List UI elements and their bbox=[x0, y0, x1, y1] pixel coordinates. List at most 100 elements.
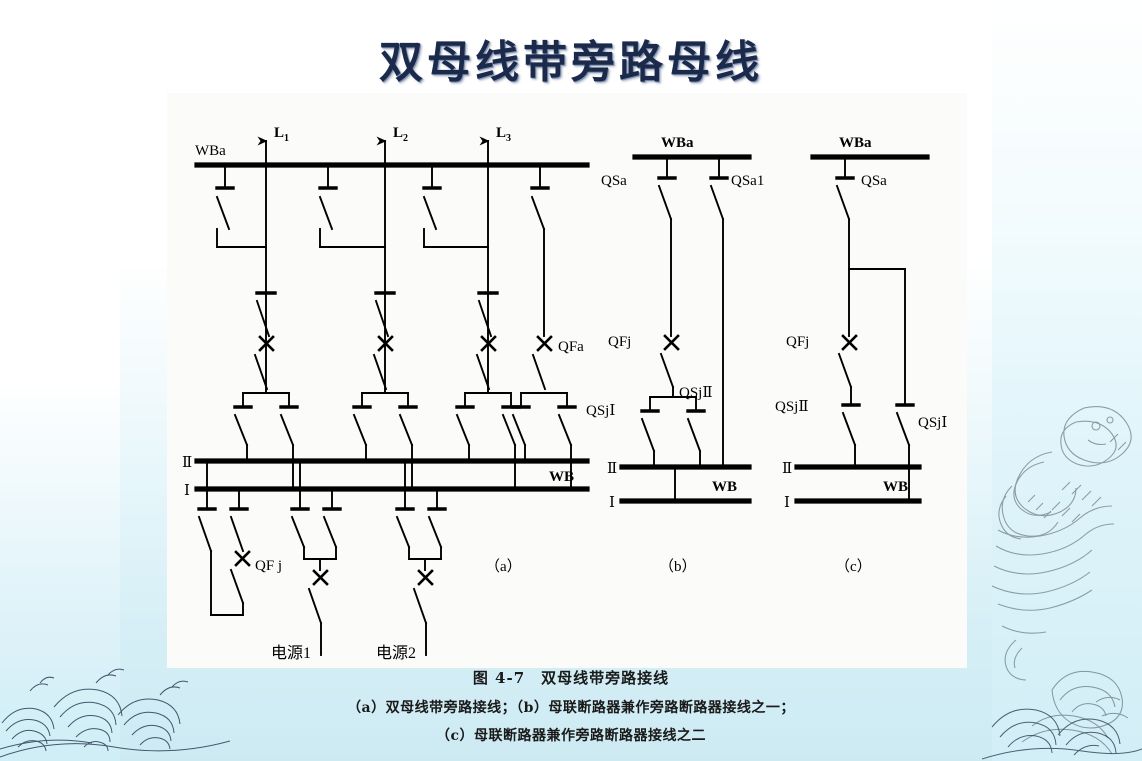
label-qsji-c: QSjⅠ bbox=[918, 415, 947, 431]
label-feeder-l2: L2 bbox=[393, 125, 408, 144]
breaker-cross-l2 bbox=[377, 335, 394, 352]
feeder-bay-l1 bbox=[215, 136, 299, 490]
src2-blade bbox=[412, 587, 428, 625]
line-ds-blade-l1 bbox=[255, 299, 271, 338]
breaker-cross-l3 bbox=[480, 335, 497, 352]
caption-line-c: （c）母联断路器兼作旁路断路器接线之二 bbox=[435, 728, 707, 744]
label-wb-b: WB bbox=[712, 479, 737, 495]
label-wb-a: WB bbox=[549, 469, 574, 485]
breaker-cross-qfj-a bbox=[234, 550, 251, 567]
wave-decoration-right bbox=[982, 708, 1142, 760]
label-feeder-l1-main: L bbox=[274, 125, 284, 141]
qsji-blade-b bbox=[640, 417, 656, 453]
wave-decoration-left bbox=[0, 668, 230, 758]
qfa-ds-I-blade bbox=[557, 413, 573, 447]
qfj-blade-b bbox=[659, 352, 675, 389]
label-qsa1-b: QSa1 bbox=[731, 173, 764, 189]
qfa-ds-blade bbox=[530, 195, 546, 231]
diagram-b bbox=[619, 154, 752, 504]
ds-I-blade-l2 bbox=[398, 413, 414, 447]
qfj-lower-blade bbox=[229, 568, 245, 605]
source-bay-1 bbox=[290, 460, 342, 656]
qfj-blade-c bbox=[837, 352, 853, 389]
bus-ds-blade-l3 bbox=[475, 353, 491, 391]
src1-ds-I-blade bbox=[322, 515, 338, 549]
breaker-cross-qfa bbox=[536, 335, 553, 352]
label-wba-c: WBa bbox=[839, 135, 872, 151]
label-qsa-c: QSa bbox=[861, 173, 887, 189]
bypass-breaker-bay-qfa bbox=[511, 164, 577, 490]
diagram-c bbox=[794, 154, 930, 504]
qsjii-blade-c bbox=[841, 411, 857, 447]
bypass-ds-blade-l3 bbox=[422, 195, 438, 231]
label-qfj-c: QFj bbox=[786, 334, 809, 350]
qsjii-blade-b bbox=[686, 417, 702, 453]
background-right-band bbox=[992, 0, 1142, 761]
src2-ds-II-blade bbox=[395, 515, 411, 549]
label-qfa: QFa bbox=[558, 339, 584, 355]
label-wb-c: WB bbox=[883, 479, 908, 495]
qsji-blade-c bbox=[895, 411, 911, 447]
label-bus-II-b: Ⅱ bbox=[607, 461, 617, 477]
label-qsjii-b: QSjⅡ bbox=[679, 385, 713, 401]
ds-II-blade-l2 bbox=[352, 413, 368, 447]
breaker-cross-qfj-b bbox=[663, 334, 680, 351]
qsa-blade-b bbox=[657, 184, 673, 221]
qfa-bus-ds-blade bbox=[531, 353, 547, 391]
src2-ds-I-blade bbox=[427, 515, 443, 549]
feeder-bay-l2 bbox=[318, 136, 418, 490]
label-feeder-l3-main: L bbox=[496, 125, 506, 141]
label-diagram-c: （c） bbox=[835, 558, 872, 575]
figure-panel: WBa WB Ⅱ Ⅰ QFa QF j 电源1 电源2 （a） L1 L2 L3… bbox=[167, 93, 967, 668]
figure-caption: 图 4-7 双母线带旁路接线 （a）双母线带旁路接线；（b）母联断路器兼作旁路断… bbox=[0, 667, 1142, 753]
label-qsjii-c: QSjⅡ bbox=[775, 399, 809, 415]
label-bus-I-c: Ⅰ bbox=[784, 495, 790, 511]
dragon-decoration bbox=[992, 406, 1132, 755]
qfa-ds-II-blade bbox=[511, 413, 527, 447]
line-ds-blade-l3 bbox=[477, 299, 493, 338]
label-feeder-l1: L1 bbox=[274, 125, 289, 144]
label-wba-b: WBa bbox=[661, 135, 694, 151]
label-source-1: 电源1 bbox=[271, 644, 311, 662]
source-bay-2 bbox=[395, 460, 447, 656]
caption-line-ab: （a）双母线带旁路接线；（b）母联断路器兼作旁路断路器接线之一； bbox=[347, 700, 795, 716]
diagram-a bbox=[194, 136, 590, 656]
breaker-cross-src2 bbox=[417, 569, 434, 586]
single-line-diagram: WBa WB Ⅱ Ⅰ QFa QF j 电源1 电源2 （a） L1 L2 L3… bbox=[182, 125, 947, 662]
label-bus-II-a: Ⅱ bbox=[182, 455, 192, 471]
label-wba-a: WBa bbox=[195, 143, 226, 159]
background-left-fade bbox=[0, 0, 120, 761]
bus-ds-blade-l1 bbox=[253, 353, 269, 391]
breaker-cross-src1 bbox=[312, 569, 329, 586]
label-diagram-b: （b） bbox=[659, 558, 697, 575]
label-qfj-b: QFj bbox=[608, 334, 631, 350]
label-source-2: 电源2 bbox=[376, 644, 416, 662]
bypass-ds-blade-l1 bbox=[215, 195, 231, 231]
feeder-bay-l3 bbox=[422, 136, 521, 490]
ds-I-blade-l1 bbox=[279, 413, 295, 447]
ds-II-blade-l3 bbox=[455, 413, 471, 447]
label-feeder-l3: L3 bbox=[496, 125, 511, 144]
bypass-ds-blade-l2 bbox=[318, 195, 334, 231]
bus-coupler-bay-qfj-a bbox=[197, 460, 251, 616]
label-diagram-a: （a） bbox=[485, 558, 522, 575]
qsa1-blade-b bbox=[709, 184, 725, 221]
breaker-cross-qfj-c bbox=[841, 334, 858, 351]
src1-ds-II-blade bbox=[290, 515, 306, 549]
qfj-ds-I-blade bbox=[229, 515, 245, 553]
label-feeder-l2-main: L bbox=[393, 125, 403, 141]
ds-II-blade-l1 bbox=[233, 413, 249, 447]
breaker-cross-l1 bbox=[258, 335, 275, 352]
qfj-ds-II-blade bbox=[197, 515, 213, 553]
label-bus-II-c: Ⅱ bbox=[782, 461, 792, 477]
bus-ds-blade-l2 bbox=[372, 353, 388, 391]
label-qfj-a: QF j bbox=[255, 558, 282, 574]
label-bus-I-a: Ⅰ bbox=[184, 483, 190, 499]
src1-blade bbox=[307, 587, 323, 625]
label-qsa-b: QSa bbox=[601, 173, 627, 189]
qsa-blade-c bbox=[835, 184, 851, 221]
label-qsji-b: QSjⅠ bbox=[586, 403, 615, 419]
line-ds-blade-l2 bbox=[374, 299, 390, 338]
caption-main: 图 4-7 双母线带旁路接线 bbox=[472, 669, 670, 687]
label-bus-I-b: Ⅰ bbox=[609, 495, 615, 511]
